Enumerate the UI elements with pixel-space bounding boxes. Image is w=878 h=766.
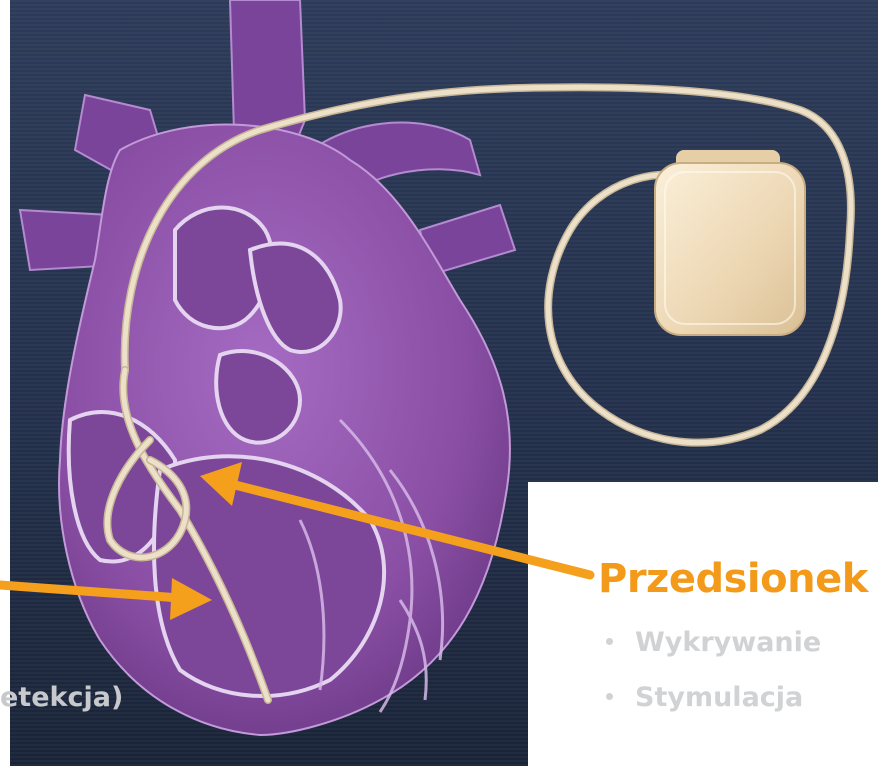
atrium-bullet-detection: Wykrywanie <box>606 627 821 658</box>
ventricle-callout-partial-text: etekcja) <box>0 682 123 713</box>
bullet-text: Wykrywanie <box>635 627 821 658</box>
bullet-dot <box>606 638 613 645</box>
callout-panel <box>528 482 878 766</box>
bullet-dot <box>606 693 613 700</box>
pacemaker-device <box>655 150 805 335</box>
bullet-text: Stymulacja <box>635 682 803 713</box>
atrium-bullet-pacing: Stymulacja <box>606 682 803 713</box>
atrium-callout-title: Przedsionek <box>598 556 868 602</box>
